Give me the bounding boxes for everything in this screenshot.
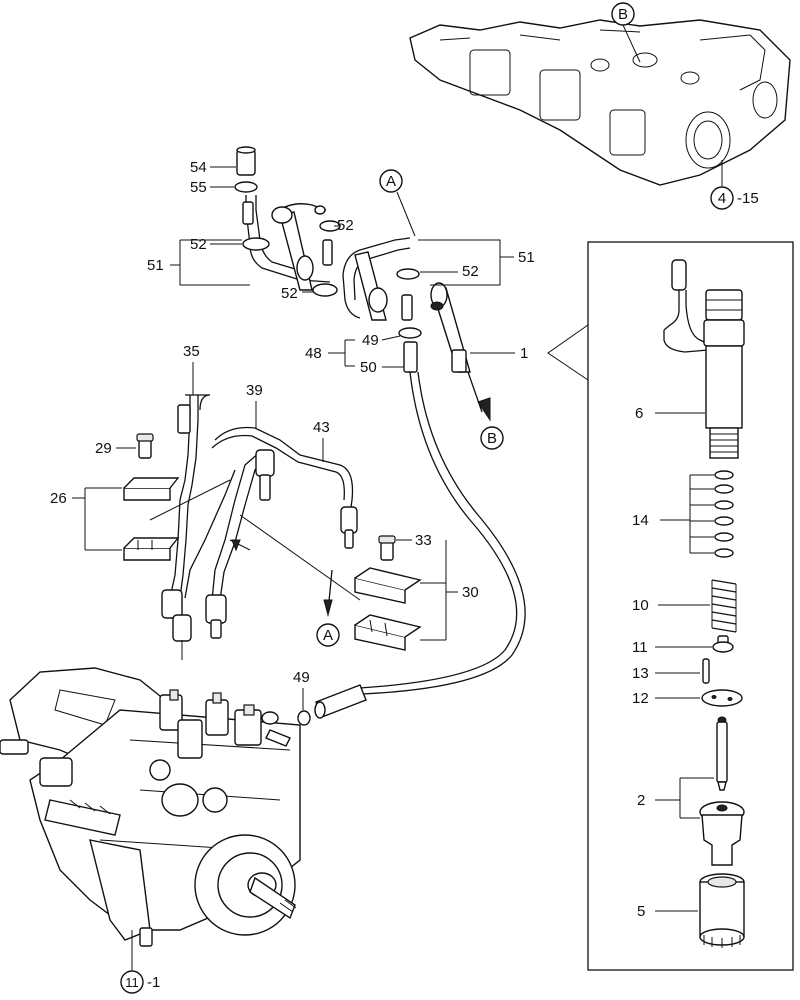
callout-33: 33 [415, 532, 432, 549]
injector-holder-6 [663, 259, 745, 459]
callout-48: 48 [305, 345, 322, 362]
callout-11: 11 [632, 639, 648, 656]
callout-13: 13 [632, 665, 649, 682]
callout-52-a: 52 [190, 236, 207, 253]
spacer-12 [701, 689, 743, 707]
marker-b-top: B [618, 6, 628, 23]
callout-2: 2 [637, 792, 645, 809]
callout-50: 50 [360, 359, 377, 376]
callout-49-a: 49 [362, 332, 379, 349]
spring-seat-11 [712, 635, 734, 653]
marker-a-top: A [386, 173, 396, 190]
clamp-set-26 [123, 433, 180, 561]
callout-6: 6 [635, 405, 643, 422]
marker-circle-a-top [379, 169, 403, 193]
callout-49-b: 49 [293, 669, 310, 686]
ref-4-number: 4 [718, 190, 726, 207]
callout-10: 10 [632, 597, 649, 614]
ref-circle-11 [120, 970, 144, 994]
callout-29: 29 [95, 440, 112, 457]
ref-11-suffix: -1 [147, 974, 160, 991]
callout-54: 54 [190, 159, 207, 176]
injector-detail-frame [587, 241, 794, 971]
marker-circle-b-bottom [480, 426, 504, 450]
callout-30: 30 [462, 584, 479, 601]
ref-11-number: 11 [125, 975, 139, 990]
callout-51-b: 51 [518, 249, 535, 266]
shims-14 [714, 470, 734, 558]
clamp-set-30 [354, 535, 422, 651]
spring-10 [711, 579, 737, 633]
callout-52-b: 52 [337, 217, 354, 234]
callout-14: 14 [632, 512, 649, 529]
pin-13 [702, 658, 710, 684]
callout-52-d: 52 [462, 263, 479, 280]
callout-39: 39 [246, 382, 263, 399]
callout-5: 5 [637, 903, 645, 920]
marker-a-bottom: A [323, 627, 333, 644]
ref-circle-4 [710, 186, 734, 210]
leak-off-pipe-assembly [234, 146, 471, 373]
callout-55: 55 [190, 179, 207, 196]
callout-1: 1 [520, 345, 528, 362]
nozzle-2 [699, 716, 745, 866]
callout-52-c: 52 [281, 285, 298, 302]
callout-43: 43 [313, 419, 330, 436]
nozzle-nut-5 [699, 873, 745, 948]
ref-4-suffix: -15 [737, 190, 759, 207]
callout-26: 26 [50, 490, 67, 507]
marker-circle-a-bottom [316, 623, 340, 647]
callout-51-a: 51 [147, 257, 164, 274]
callout-35: 35 [183, 343, 200, 360]
injection-pipe-assembly [149, 394, 361, 660]
callout-12: 12 [632, 690, 649, 707]
cylinder-head-drawing [409, 19, 791, 186]
injection-pump-body [0, 667, 301, 947]
marker-b-bottom: B [487, 430, 497, 447]
